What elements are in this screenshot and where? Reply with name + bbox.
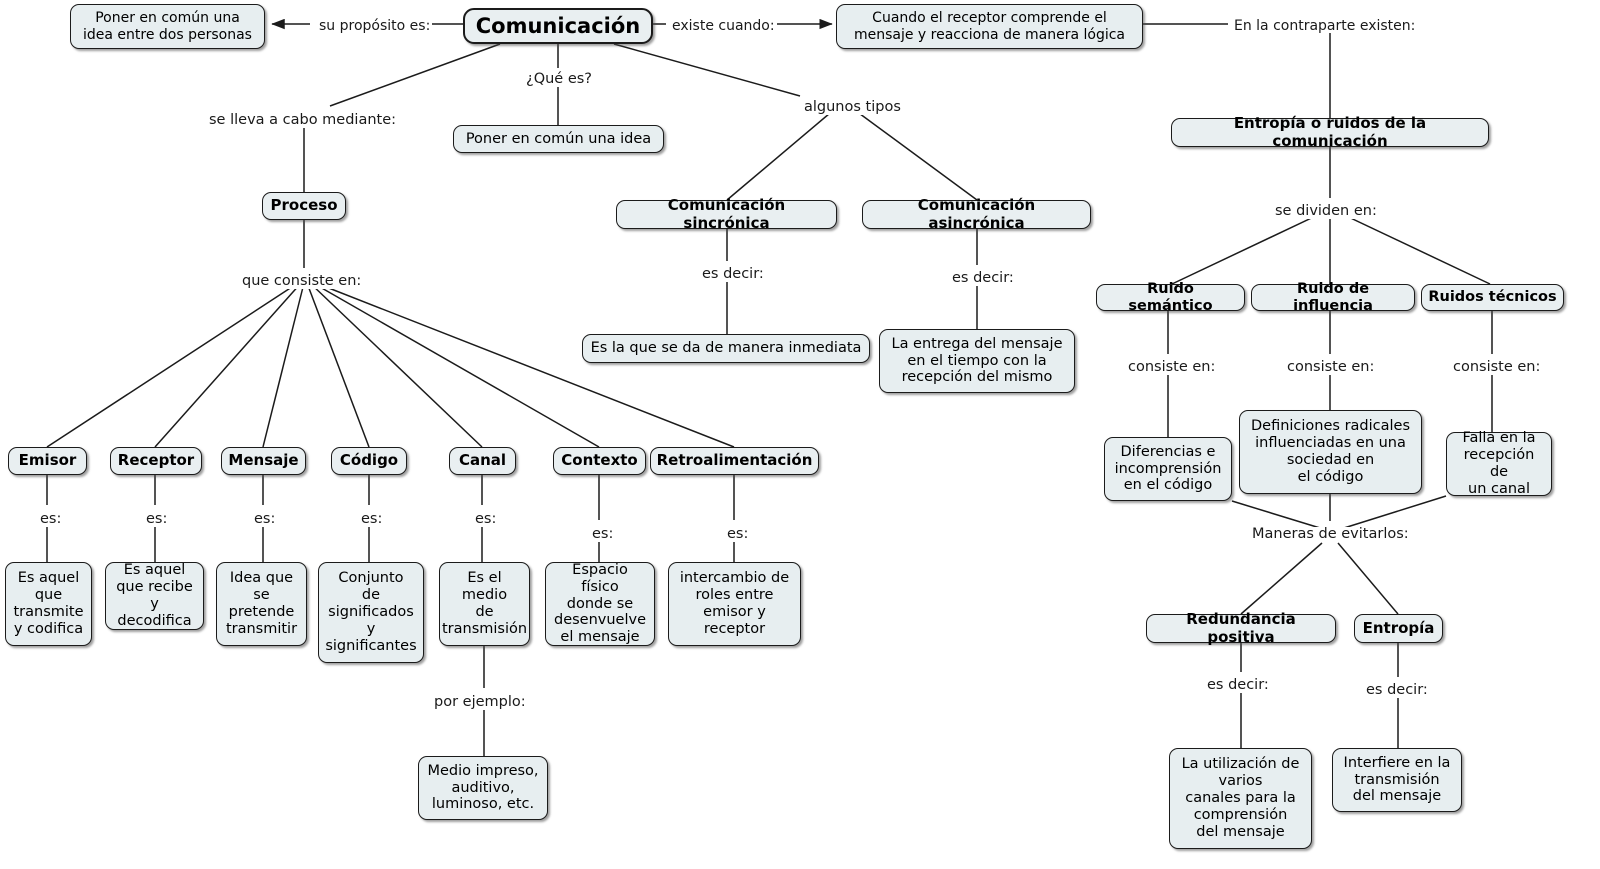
- node-sincro_det[interactable]: Es la que se da de manera inmediata: [582, 334, 870, 363]
- node-contexto_det[interactable]: Espacio físico donde se desenvuelve el m…: [545, 562, 655, 646]
- connector-line: [1171, 212, 1323, 285]
- connector-line: [613, 43, 801, 97]
- link-label-l_mediante: se lleva a cabo mediante:: [207, 112, 399, 128]
- link-label-l_consiste: que consiste en:: [240, 273, 364, 289]
- link-label-l_tipos: algunos tipos: [802, 99, 903, 115]
- node-asincronica[interactable]: Comunicación asincrónica: [862, 196, 1091, 231]
- node-retro[interactable]: Retroalimentación: [650, 447, 819, 475]
- connector-line: [1337, 542, 1399, 615]
- link-label-l_sincro: es decir:: [700, 266, 766, 282]
- link-label-l_ent: es decir:: [1364, 682, 1430, 698]
- node-mensaje_det[interactable]: Idea que se pretende transmitir: [216, 562, 307, 646]
- link-label-l_es5: es:: [473, 511, 499, 527]
- link-label-l_evitar: Maneras de evitarlos:: [1250, 526, 1411, 542]
- link-label-l_es6: es:: [590, 526, 616, 542]
- link-label-l_es3: es:: [252, 511, 278, 527]
- connector-line: [1231, 500, 1321, 529]
- link-label-l_dividen: se dividen en:: [1273, 203, 1379, 219]
- node-ruido_inf[interactable]: Ruido de influencia: [1251, 281, 1415, 314]
- link-label-l_asincro: es decir:: [950, 270, 1016, 286]
- connector-line: [154, 282, 302, 448]
- node-ruido_tec[interactable]: Ruidos técnicos: [1421, 284, 1564, 311]
- connector-line: [46, 282, 299, 448]
- connector-line: [1339, 212, 1491, 285]
- link-label-l_cons3: consiste en:: [1451, 359, 1543, 375]
- link-label-l_existe: existe cuando:: [670, 18, 777, 34]
- connector-line: [329, 43, 501, 107]
- node-existe[interactable]: Cuando el receptor comprende el mensaje …: [836, 4, 1143, 49]
- node-root[interactable]: Comunicación: [463, 8, 653, 44]
- link-label-l_es7: es:: [725, 526, 751, 542]
- node-redundancia[interactable]: Redundancia positiva: [1146, 610, 1336, 645]
- node-contexto[interactable]: Contexto: [553, 447, 646, 475]
- connector-line: [306, 282, 370, 448]
- node-emisor[interactable]: Emisor: [8, 447, 87, 475]
- node-red_det[interactable]: La utilización de varios canales para la…: [1169, 748, 1312, 849]
- node-tec_det[interactable]: Falla en la recepción de un canal: [1446, 430, 1552, 497]
- connector-line: [262, 282, 305, 448]
- link-label-l_cons1: consiste en:: [1126, 359, 1218, 375]
- connector-line: [1240, 542, 1323, 615]
- node-ruido_sem[interactable]: Ruido semántico: [1096, 281, 1245, 314]
- connector-line: [312, 282, 600, 448]
- node-inf_det[interactable]: Definiciones radicales influenciadas en …: [1239, 410, 1422, 494]
- node-mensaje[interactable]: Mensaje: [221, 447, 306, 475]
- node-retro_det[interactable]: intercambio de roles entre emisor y rece…: [668, 562, 801, 646]
- node-sincronica[interactable]: Comunicación sincrónica: [616, 196, 837, 231]
- connector-line: [309, 282, 483, 448]
- link-label-l_contraparte: En la contraparte existen:: [1232, 18, 1418, 34]
- connector-line: [726, 107, 837, 201]
- link-label-l_ejemplo: por ejemplo:: [432, 694, 528, 710]
- node-receptor_det[interactable]: Es aquel que recibe y decodifica: [105, 562, 204, 630]
- connector-line: [851, 107, 978, 201]
- link-label-l_es4: es:: [359, 511, 385, 527]
- node-canal_ej[interactable]: Medio impreso, auditivo, luminoso, etc.: [418, 756, 548, 820]
- node-asincro_det[interactable]: La entrega del mensaje en el tiempo con …: [879, 329, 1075, 393]
- connector-line: [315, 282, 735, 448]
- link-label-l_quees: ¿Qué es?: [524, 71, 595, 87]
- node-ent_det[interactable]: Interfiere en la transmisión del mensaje: [1332, 748, 1462, 812]
- node-sem_det[interactable]: Diferencias e incomprensión en el código: [1104, 437, 1232, 501]
- node-canal_det[interactable]: Es el medio de transmisión: [439, 562, 530, 646]
- node-proceso[interactable]: Proceso: [262, 192, 346, 220]
- node-entropia_root[interactable]: Entropía o ruidos de la comunicación: [1171, 114, 1489, 149]
- node-canal[interactable]: Canal: [449, 447, 516, 475]
- link-label-l_proposito: su propósito es:: [317, 18, 433, 34]
- link-label-l_red: es decir:: [1205, 677, 1271, 693]
- node-quees[interactable]: Poner en común una idea: [453, 125, 664, 153]
- node-entropia2[interactable]: Entropía: [1354, 614, 1443, 643]
- link-label-l_es2: es:: [144, 511, 170, 527]
- connector-line: [1343, 495, 1447, 529]
- node-codigo_det[interactable]: Conjunto de significados y significantes: [318, 562, 424, 663]
- link-label-l_es1: es:: [38, 511, 64, 527]
- node-codigo[interactable]: Código: [331, 447, 407, 475]
- node-proposito[interactable]: Poner en común una idea entre dos person…: [70, 4, 265, 49]
- link-label-l_cons2: consiste en:: [1285, 359, 1377, 375]
- node-receptor[interactable]: Receptor: [110, 447, 202, 475]
- node-emisor_det[interactable]: Es aquel que transmite y codifica: [5, 562, 92, 646]
